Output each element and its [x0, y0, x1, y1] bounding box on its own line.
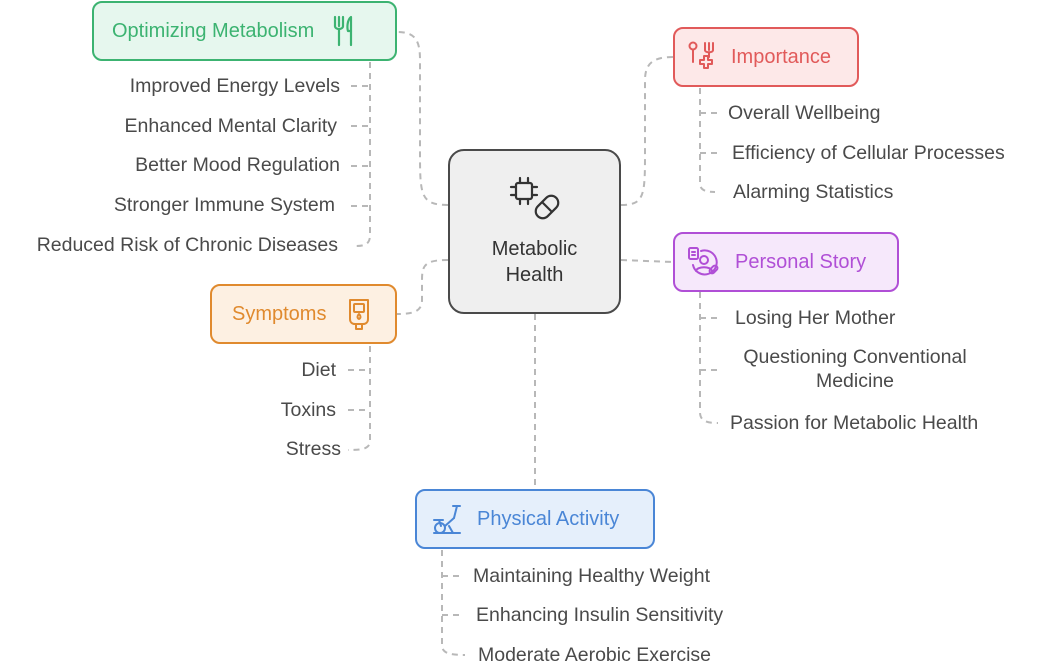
connector-personal — [620, 259, 674, 263]
list-item: Moderate Aerobic Exercise — [478, 644, 712, 666]
list-item: Questioning Conventional Medicine — [743, 346, 967, 392]
branch-importance[interactable]: Importance — [673, 27, 859, 87]
connector-optimizing — [396, 31, 449, 206]
spine-importance — [699, 88, 716, 193]
fork-knife-icon — [332, 14, 356, 48]
medical-cross-icon — [687, 40, 719, 74]
list-item: Improved Energy Levels — [129, 75, 340, 97]
branch-optimizing-metabolism[interactable]: Optimizing Metabolism — [92, 1, 397, 61]
spine-physical — [441, 550, 466, 656]
spine-optimizing — [355, 62, 371, 247]
spine-personal — [699, 292, 719, 424]
branch-symptoms-label: Symptoms — [232, 302, 327, 325]
branch-physical-label: Physical Activity — [477, 507, 620, 530]
list-item: Maintaining Healthy Weight — [473, 565, 711, 587]
branch-physical-activity[interactable]: Physical Activity — [415, 489, 655, 549]
chip-and-pill-icon — [506, 176, 564, 230]
list-item: Efficiency of Cellular Processes — [732, 142, 1005, 164]
spine-symptoms — [347, 346, 371, 451]
list-item: Reduced Risk of Chronic Diseases — [36, 234, 338, 256]
connector-importance — [620, 56, 674, 206]
list-item: Diet — [301, 359, 336, 381]
list-item: Alarming Statistics — [733, 181, 894, 203]
branch-personal-label: Personal Story — [735, 250, 867, 273]
list-item: Overall Wellbeing — [728, 102, 881, 124]
exercise-bike-icon — [431, 502, 463, 536]
list-item: Passion for Metabolic Health — [730, 412, 979, 434]
list-item: Enhancing Insulin Sensitivity — [476, 604, 724, 626]
person-badge-icon — [687, 245, 721, 279]
glucose-meter-icon — [346, 297, 372, 331]
list-item: Enhanced Mental Clarity — [124, 115, 337, 137]
list-item: Stronger Immune System — [113, 194, 335, 216]
list-item: Stress — [285, 438, 341, 460]
branch-personal-story[interactable]: Personal Story — [673, 232, 899, 292]
branch-symptoms[interactable]: Symptoms — [210, 284, 397, 344]
list-item: Toxins — [280, 399, 336, 421]
branch-optimizing-label: Optimizing Metabolism — [112, 19, 315, 42]
list-item: Better Mood Regulation — [135, 154, 340, 176]
list-item: Losing Her Mother — [735, 307, 896, 329]
connector-symptoms — [396, 259, 449, 315]
branch-importance-label: Importance — [731, 45, 832, 68]
